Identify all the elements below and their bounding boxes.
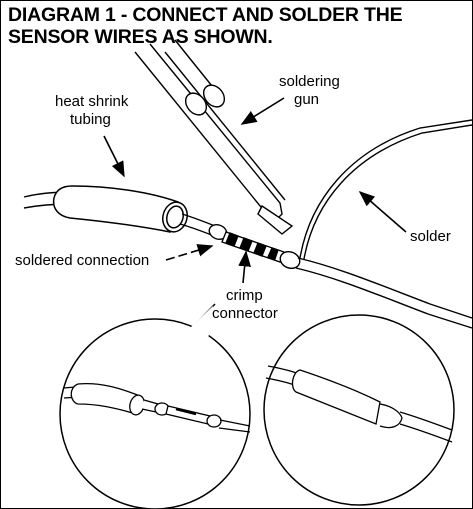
label-crimp-connector-1: crimp — [226, 287, 263, 304]
label-heat-shrink-1: heat shrink — [55, 93, 129, 110]
label-soldering-gun-1: soldering — [279, 73, 340, 90]
label-heat-shrink-2: tubing — [70, 111, 111, 128]
title-line-2: SENSOR WIRES AS SHOWN. — [8, 26, 273, 48]
arrow-solder — [358, 190, 407, 233]
arrow-crimp-connector — [238, 250, 251, 284]
solder-wire — [299, 119, 473, 260]
arrow-soldering-gun — [240, 97, 285, 125]
detail-right-after-shrink — [265, 365, 453, 443]
diagram-title: DIAGRAM 1 - CONNECT AND SOLDER THE SENSO… — [8, 4, 468, 48]
label-soldering-gun-2: gun — [294, 91, 319, 108]
label-crimp-connector-2: connector — [212, 305, 278, 322]
soldering-gun — [134, 39, 294, 235]
crimp-connector — [221, 231, 285, 263]
title-line-1: DIAGRAM 1 - CONNECT AND SOLDER THE — [8, 4, 403, 26]
label-solder: solder — [410, 228, 451, 245]
wire-to-connector — [179, 213, 228, 241]
callout-pointer — [190, 306, 213, 340]
detail-left-before-shrink — [63, 382, 251, 433]
arrow-heat-shrink — [103, 135, 125, 178]
arrow-soldered-connection — [165, 244, 214, 261]
main-wire-right — [295, 257, 473, 329]
heat-shrink-tubing — [52, 185, 188, 233]
pointer-arrows — [103, 97, 407, 284]
soldered-joint — [279, 250, 301, 270]
label-soldered-connection: soldered connection — [15, 252, 149, 269]
